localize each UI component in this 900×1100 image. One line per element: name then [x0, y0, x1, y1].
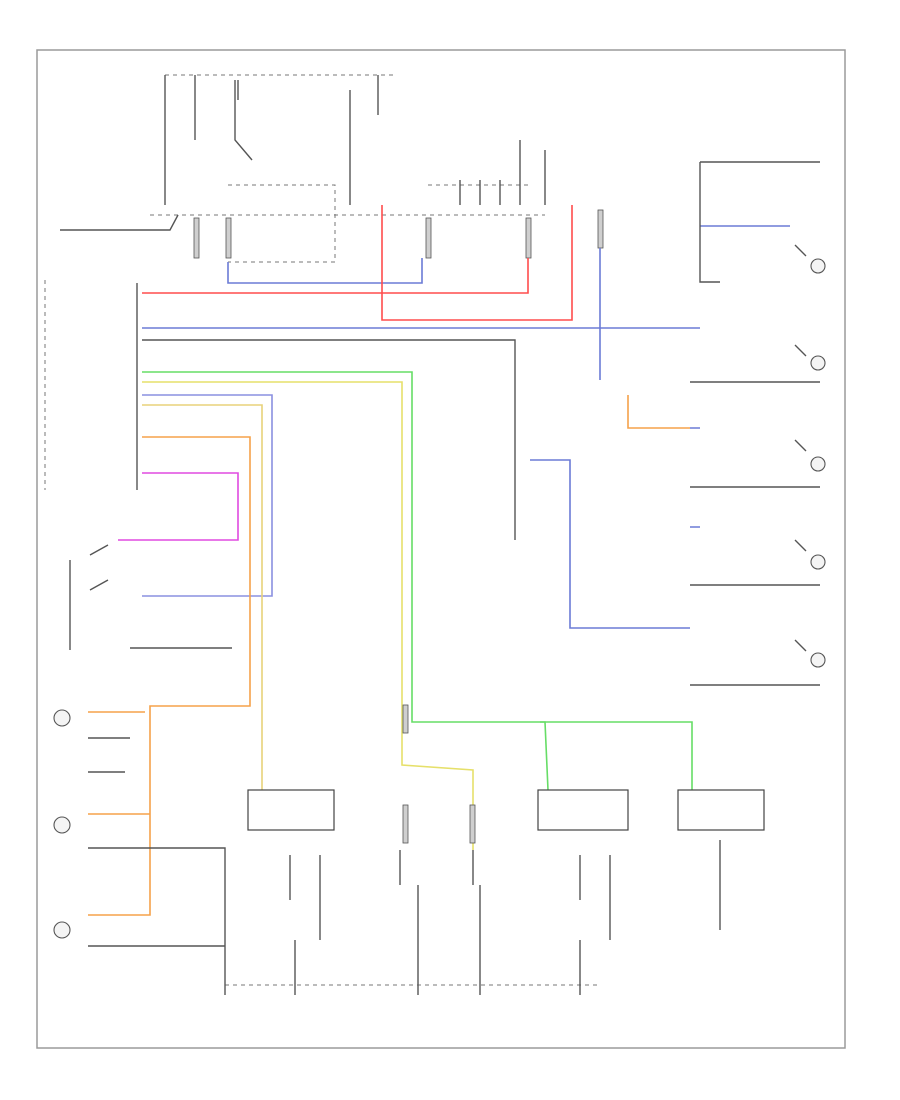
- wire-blue-top: [227, 258, 423, 284]
- wire-green-2: [540, 721, 693, 790]
- wire-orange-1: [88, 436, 251, 916]
- left-module: [44, 280, 232, 650]
- right-lamp-frame: [699, 161, 820, 283]
- ground-drops: [224, 885, 581, 995]
- bottom-switch-posts: [399, 850, 474, 885]
- wire-magenta: [118, 472, 239, 541]
- wire-blue-lower: [530, 459, 690, 629]
- left-lamps: [53, 709, 226, 948]
- wire-tan: [142, 404, 263, 790]
- right-lamp-switches: [794, 244, 807, 652]
- bottom-switch-leads: [289, 840, 721, 940]
- lamp-right-3: [810, 456, 826, 472]
- fuse-block-area: [60, 74, 604, 263]
- wires: [88, 205, 790, 916]
- wire-fuse-feed-b: [234, 80, 253, 161]
- connector-c3: [425, 217, 432, 259]
- door-switches: [89, 544, 109, 591]
- lamp-right-1: [810, 258, 826, 274]
- connector-c8: [469, 804, 476, 844]
- relay-terminals: [459, 180, 501, 205]
- switch-box-1: [247, 789, 335, 831]
- lamp-right-5: [810, 652, 826, 668]
- wire-blue-stubs: [690, 427, 700, 528]
- lamp-rear-left: [53, 709, 71, 727]
- connector-c7: [402, 804, 409, 844]
- wire-black-gauge: [142, 339, 516, 540]
- lamp-right-4: [810, 554, 826, 570]
- wire-ground-top-left: [60, 214, 179, 231]
- left-lamp-grounds: [88, 737, 226, 948]
- wire-green-1: [142, 371, 549, 791]
- connector-c1: [193, 217, 200, 259]
- wire-red-2: [381, 205, 573, 321]
- wire-lavender: [142, 394, 273, 597]
- diagram-frame: [36, 49, 846, 1049]
- connector-c6: [402, 704, 409, 734]
- connector-c2: [225, 217, 232, 259]
- lamp-left-vanity: [53, 816, 71, 834]
- wire-red-1: [142, 258, 529, 294]
- right-lamp-grounds: [690, 381, 820, 686]
- body-module-dashed-outline: [228, 184, 336, 263]
- wire-orange-right: [627, 395, 690, 429]
- switch-box-2: [537, 789, 629, 831]
- bottom-switches: [224, 704, 765, 995]
- lamp-right-vanity: [53, 921, 71, 939]
- right-lamps: [690, 161, 826, 686]
- lamp-right-2: [810, 355, 826, 371]
- connector-c4: [525, 217, 532, 259]
- wire-yellow: [142, 381, 474, 850]
- connector-c5: [597, 209, 604, 249]
- switch-box-3: [677, 789, 765, 831]
